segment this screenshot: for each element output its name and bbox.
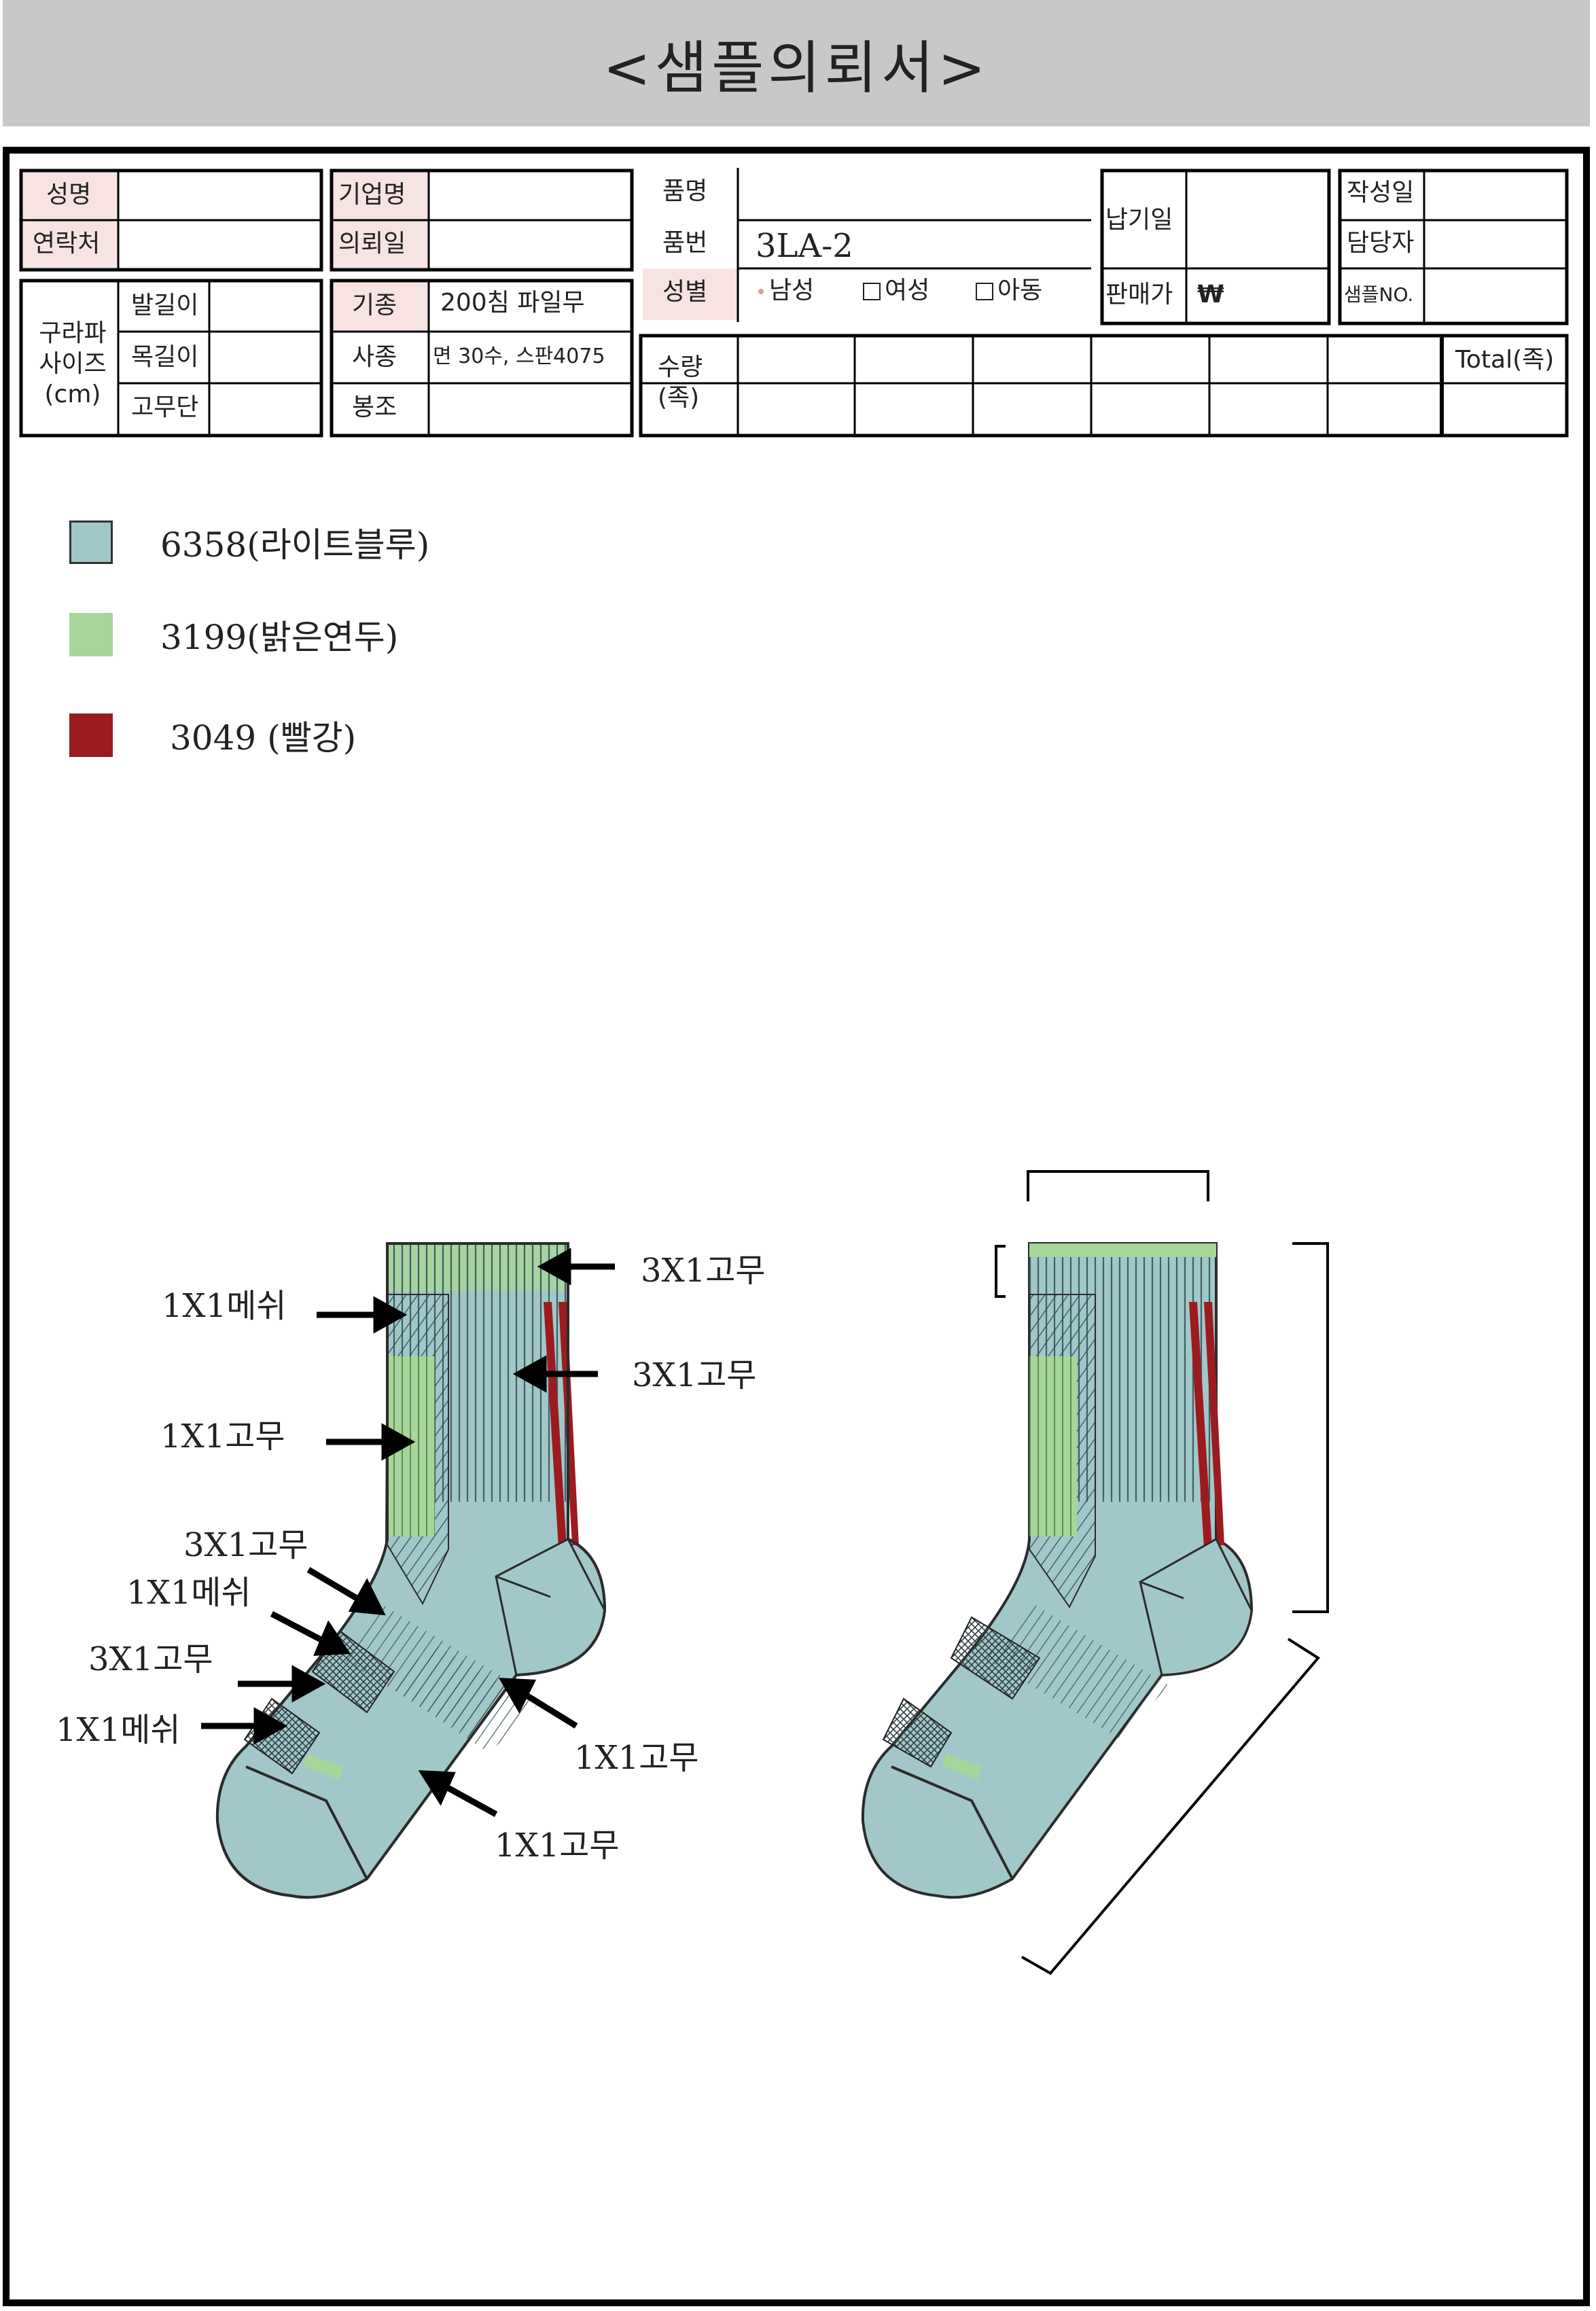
page-title: <샘플의뢰서> (603, 34, 990, 101)
foot-length-label: 발길이 (131, 292, 199, 319)
legend-item-light-green: 3199(밝은연두) (69, 610, 398, 659)
checkbox-icon (976, 283, 993, 300)
item-no-label: 품번 (662, 229, 708, 257)
callout-cuff-rib: 3X1고무 (641, 1252, 766, 1290)
callout-sole-rib: 1X1고무 (495, 1827, 620, 1865)
item-no-value: 3LA-2 (756, 227, 853, 265)
callout-leg-mesh: 1X1메쉬 (162, 1287, 287, 1325)
request-date-label: 의뢰일 (338, 230, 406, 258)
callout-toe-mesh: 1X1메쉬 (56, 1711, 181, 1749)
page-frame (3, 147, 1590, 2306)
manager-label: 담당자 (1347, 229, 1415, 257)
title-bar: <샘플의뢰서> (3, 0, 1590, 126)
sale-price-label: 판매가 (1105, 281, 1173, 308)
yarn-value: 면 30수, 스판4075 (433, 345, 605, 368)
gender-label: 성별 (662, 278, 708, 306)
size-label: 구라파 사이즈 (cm) (39, 319, 107, 408)
gender-option-male[interactable]: 남성 (758, 279, 814, 303)
checkbox-icon (863, 283, 881, 300)
name-label: 성명 (46, 181, 92, 209)
legend-label: 3199(밝은연두) (160, 618, 399, 657)
sock-left (215, 1242, 607, 1899)
callout-foot-rib: 3X1고무 (88, 1640, 213, 1678)
total-label: Total(족) (1455, 346, 1555, 374)
written-date-label: 작성일 (1347, 179, 1415, 207)
color-swatch (69, 521, 113, 564)
gender-option-child[interactable]: 아동 (976, 279, 1042, 303)
gender-option-female[interactable]: 여성 (863, 279, 929, 303)
legend-label: 3049 (빨강) (170, 718, 357, 758)
sewing-label: 봉조 (352, 393, 397, 421)
item-name-label: 품명 (662, 177, 708, 205)
legend-item-red: 3049 (빨강) (69, 711, 356, 760)
sock-illustrations (201, 1170, 1329, 1975)
delivery-date-label: 납기일 (1105, 206, 1173, 234)
quantity-label: 수량 (족) (658, 353, 703, 412)
yarn-label: 사종 (352, 343, 397, 371)
arrows (201, 1248, 615, 1817)
machine-label: 기종 (352, 292, 397, 319)
measurement-brackets (995, 1170, 1329, 1975)
callout-green-rib: 1X1고무 (160, 1417, 285, 1456)
sock-right (861, 1242, 1254, 1899)
machine-value: 200침 파일무 (440, 289, 585, 317)
neck-length-label: 목길이 (131, 343, 199, 371)
color-swatch (69, 713, 113, 757)
sample-no-label: 샘플NO. (1344, 283, 1414, 306)
legend-label: 6358(라이트블루) (160, 525, 430, 565)
contact-label: 연락처 (33, 230, 101, 258)
selected-dot-icon (758, 289, 764, 294)
legend-item-light-blue: 6358(라이트블루) (69, 518, 429, 567)
rib-label: 고무단 (131, 393, 199, 421)
callout-leg-rib: 3X1고무 (632, 1356, 757, 1394)
callout-instep-mesh: 1X1메쉬 (126, 1574, 251, 1612)
callout-heel-rib: 1X1고무 (574, 1739, 699, 1777)
callout-ankle-rib: 3X1고무 (183, 1526, 308, 1564)
color-swatch (69, 613, 113, 656)
company-label: 기업명 (338, 181, 406, 209)
form-grid (19, 168, 1569, 438)
currency-symbol: ₩ (1197, 281, 1224, 308)
